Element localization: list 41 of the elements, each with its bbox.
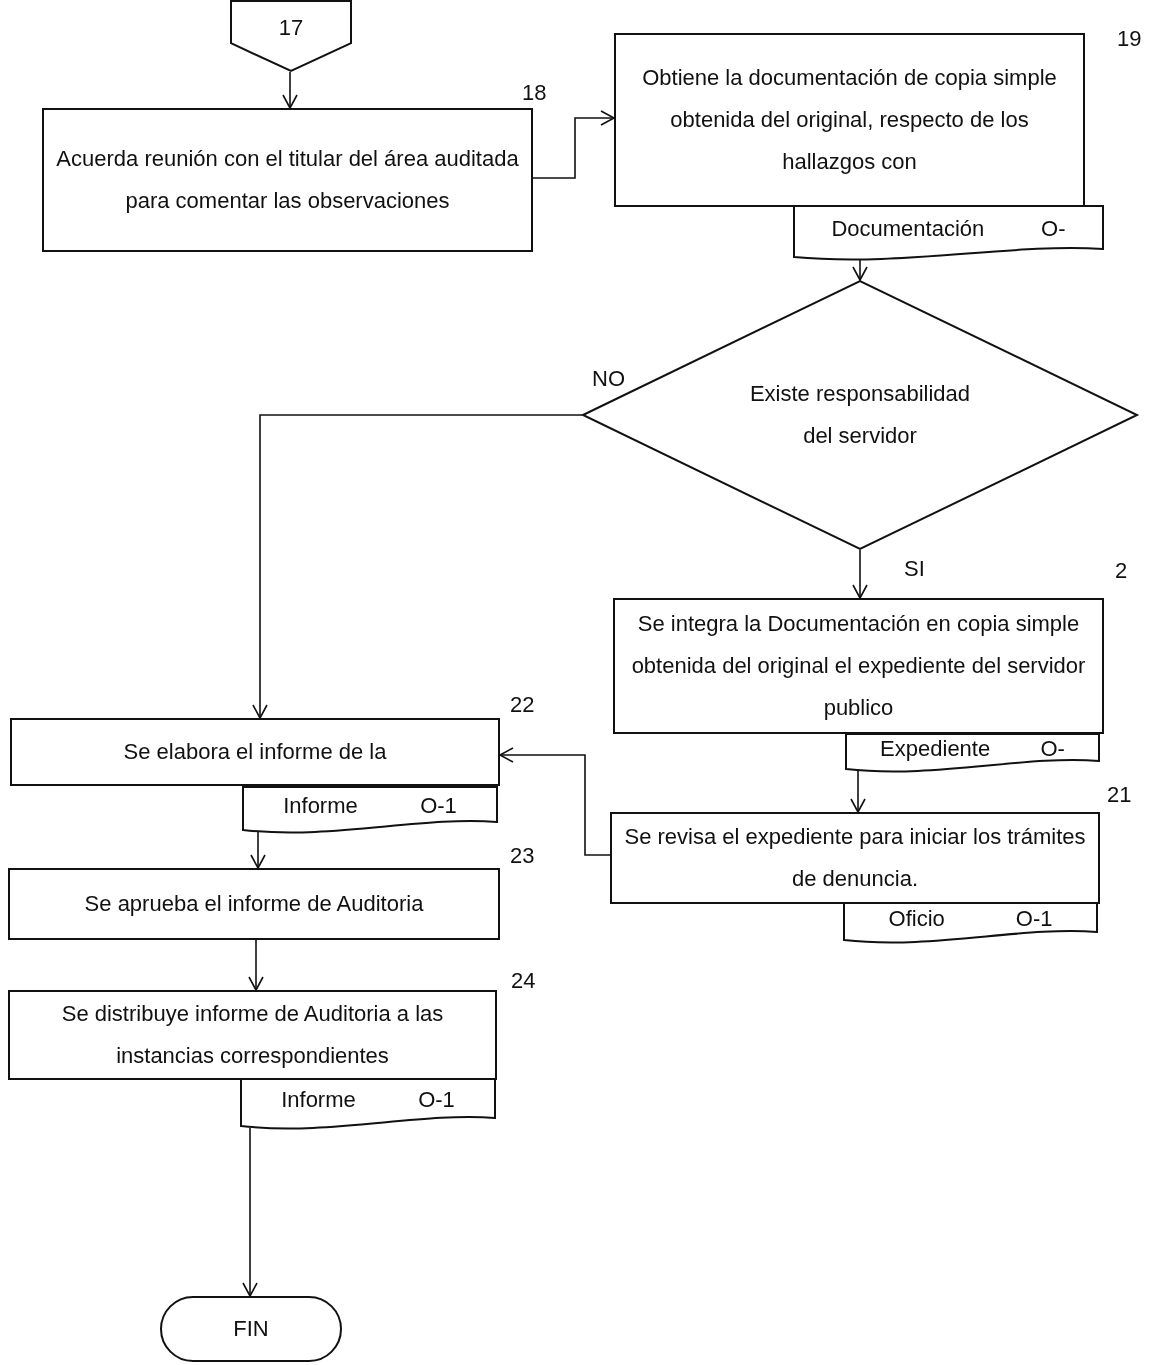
arrow	[242, 1127, 258, 1297]
step-text: Se distribuye informe de Auditoria a las instancias correspondientes	[60, 1000, 445, 1070]
document-label: Informe	[281, 1086, 356, 1114]
step-text: Se integra la Documentación en copia simple obtenida del original el expediente del servidor publico	[630, 610, 1087, 722]
document-label: O-	[1040, 735, 1065, 763]
document-label: O-1	[420, 792, 457, 820]
document-label: Expediente	[880, 735, 991, 763]
step-number: 23	[510, 843, 535, 869]
step-number: 19	[1117, 26, 1142, 52]
arrow	[248, 939, 264, 991]
arrow	[250, 831, 266, 869]
step-text: Se elabora el informe de la	[123, 738, 387, 766]
arrow	[252, 414, 583, 719]
arrow	[852, 258, 868, 281]
step-number: 18	[522, 80, 547, 106]
arrow	[499, 747, 611, 856]
arrow	[532, 110, 615, 179]
off-page-connector	[230, 0, 352, 72]
decision-text: Existe responsabilidad del servidor	[748, 380, 972, 450]
process-box	[42, 108, 533, 252]
step-number: 2	[1115, 558, 1128, 584]
arrow	[850, 770, 866, 813]
arrow	[282, 71, 298, 109]
step-text: 17	[278, 14, 304, 42]
step-number: 22	[510, 692, 535, 718]
step-text: FIN	[233, 1315, 269, 1343]
document-label: O-1	[418, 1086, 455, 1114]
decision-diamond	[582, 280, 1138, 550]
document-label: O-1	[1015, 905, 1053, 933]
document-label: Documentación	[831, 215, 985, 243]
step-text: Obtiene la documentación de copia simple obtenida del original, respecto de los hallazgos con	[641, 64, 1058, 176]
step-text: Se aprueba el informe de Auditoria	[84, 890, 424, 918]
document-label: Oficio	[888, 905, 945, 933]
step-text: Se revisa el expediente para iniciar los trámites de denuncia.	[624, 823, 1086, 893]
process-box	[8, 868, 500, 940]
step-text: Acuerda reunión con el titular del área auditada para comentar las observaciones	[56, 145, 519, 215]
document-label: Informe	[283, 792, 358, 820]
arrow	[852, 549, 868, 599]
step-number: 24	[511, 968, 536, 994]
step-number: 21	[1107, 782, 1132, 808]
document-label: O-	[1041, 215, 1066, 243]
